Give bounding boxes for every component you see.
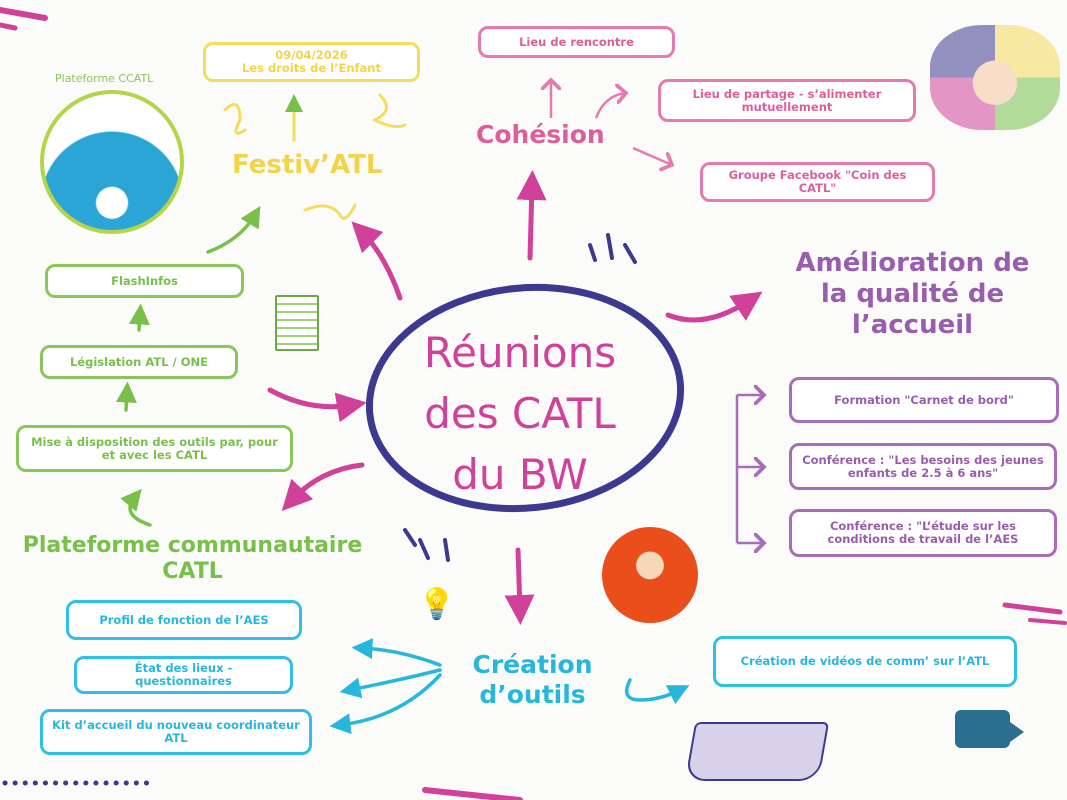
camera-icon <box>955 710 1010 748</box>
amelioration-item: Formation "Carnet de bord" <box>789 377 1059 423</box>
central-line: Réunions <box>423 328 617 377</box>
cohesion-item: Lieu de rencontre <box>478 26 675 58</box>
animator-illustration <box>602 527 698 623</box>
camera-lens <box>1010 722 1024 742</box>
creation-item: Kit d’accueil du nouveau coordinateur AT… <box>40 709 312 755</box>
amelioration-item: Conférence : "Les besoins des jeunes enf… <box>789 443 1057 490</box>
central-line: du BW <box>452 450 588 499</box>
creation-item: Profil de fonction de l’AES <box>66 600 302 640</box>
festiv-title: Festiv’ATL <box>232 150 383 180</box>
plateforme-item: Législation ATL / ONE <box>40 345 238 379</box>
cohesion-title: Cohésion <box>476 120 605 149</box>
title-line: Création <box>472 650 593 679</box>
central-ellipse <box>365 283 685 513</box>
logo-label: Plateforme CCATL <box>55 72 154 85</box>
creation-title: Création d’outils <box>450 650 615 710</box>
title-line: CATL <box>162 559 223 584</box>
creation-item: État des lieux - questionnaires <box>74 656 293 694</box>
book-illustration <box>684 722 830 781</box>
document-icon <box>275 295 319 351</box>
event-date: 09/04/2026 <box>275 48 348 62</box>
creation-item: Création de vidéos de comm’ sur l’ATL <box>713 636 1017 687</box>
title-line: Amélioration de <box>795 248 1030 278</box>
title-line: d’outils <box>479 680 586 709</box>
plateforme-title: Plateforme communautaire CATL <box>5 533 380 585</box>
title-line: Plateforme communautaire <box>22 533 363 558</box>
plateforme-item: FlashInfos <box>45 264 244 298</box>
plateforme-ccatl-logo[interactable] <box>40 90 184 234</box>
title-line: la qualité de <box>820 279 1005 309</box>
amelioration-item: Conférence : "L’étude sur les conditions… <box>789 509 1057 557</box>
cohesion-item: Groupe Facebook "Coin des CATL" <box>700 162 935 202</box>
decorative-strokes <box>0 7 1067 800</box>
central-line: des CATL <box>424 389 616 438</box>
event-name: Les droits de l’Enfant <box>242 61 381 75</box>
amelioration-title: Amélioration de la qualité de l’accueil <box>770 248 1055 341</box>
hands-illustration <box>930 25 1060 130</box>
cohesion-item: Lieu de partage - s’alimenter mutuelleme… <box>658 79 916 122</box>
central-title: Réunions des CATL du BW <box>395 322 645 505</box>
plateforme-item: Mise à disposition des outils par, pour … <box>16 425 293 472</box>
lightbulb-icon: 💡 <box>418 587 456 622</box>
title-line: l’accueil <box>851 310 974 340</box>
festiv-event-box: 09/04/2026 Les droits de l’Enfant <box>203 42 420 82</box>
